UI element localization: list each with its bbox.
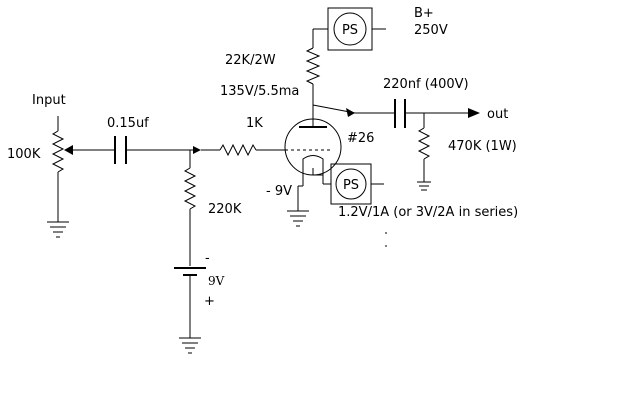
grid-resistor-zigzag: [219, 143, 257, 157]
output-ground-symbol: [417, 181, 431, 191]
filament-ps-circle: [335, 168, 367, 200]
input-pot-wiper-arrow: [64, 145, 73, 155]
plate-voltage-label: 135V/5.5ma: [220, 84, 299, 99]
battery-plus-label: +: [204, 294, 215, 309]
input-pot-zigzag: [51, 130, 65, 173]
b-plus-voltage-label: 250V: [414, 23, 448, 38]
battery-ground-symbol: [179, 337, 201, 354]
bias-voltage-label: - 9V: [266, 184, 292, 199]
b-plus-ps-circle: [333, 12, 367, 46]
plate-resistor-zigzag: [305, 47, 321, 85]
filament-power-supply: PS: [330, 163, 384, 205]
output-cap-label: 220nf (400V): [383, 77, 469, 92]
junction-arrow: [193, 146, 201, 154]
b-plus-ps-label: PS: [342, 23, 358, 38]
b-plus-label: B+: [414, 6, 434, 21]
grid-leak-zigzag: [183, 167, 197, 210]
output-resistor-label: 470K (1W): [448, 139, 517, 154]
input-label: Input: [32, 93, 66, 108]
filament-supply-label: 1.2V/1A (or 3V/2A in series): [338, 205, 518, 220]
grid-leak-label: 220K: [208, 202, 242, 217]
plate-resistor-label: 22K/2W: [225, 53, 276, 68]
plate-arrow: [346, 108, 355, 117]
battery-voltage-label: 9V: [208, 274, 225, 288]
tube-filament: [302, 155, 324, 168]
filament-ps-label: PS: [343, 178, 359, 193]
output-label: out: [487, 107, 508, 122]
input-pot-label: 100K: [7, 147, 41, 162]
battery-minus-label: -: [205, 251, 210, 266]
output-resistor-zigzag: [417, 127, 431, 160]
output-arrow: [468, 108, 480, 118]
input-cap-label: 0.15uf: [107, 116, 149, 131]
tube-type-label: #26: [347, 131, 374, 146]
input-ground-symbol: [47, 221, 69, 238]
filament-ground-symbol: [287, 210, 309, 227]
grid-resistor-label: 1K: [246, 116, 263, 131]
b-plus-power-supply: PS: [312, 7, 386, 51]
